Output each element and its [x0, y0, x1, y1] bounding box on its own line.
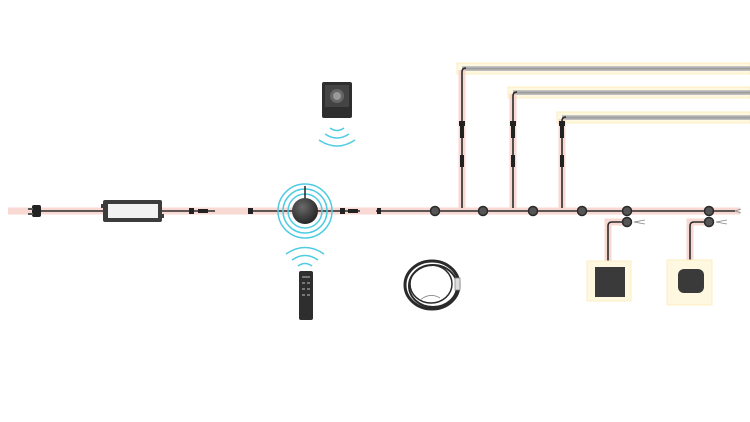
cable-glow	[8, 70, 740, 262]
led-strip-icon	[507, 86, 750, 99]
wireless-waves-icon	[318, 127, 356, 147]
touch-button-icon	[666, 259, 713, 306]
branch-connectors	[459, 121, 565, 167]
motion-sensor-icon	[318, 82, 356, 147]
driver-icon	[101, 200, 164, 222]
hub-icon	[277, 183, 333, 239]
junction-nodes	[429, 205, 742, 228]
power-plug-icon	[28, 205, 41, 217]
led-strip-icon	[556, 111, 750, 124]
cables	[40, 67, 735, 270]
remote-control-icon	[285, 246, 325, 320]
led-strips	[456, 62, 750, 124]
led-strip-icon	[456, 62, 750, 75]
wireless-waves-icon	[285, 246, 325, 267]
extension-cable-icon	[403, 259, 461, 311]
wall-switch-icon	[586, 260, 632, 302]
inline-connectors	[189, 208, 381, 214]
